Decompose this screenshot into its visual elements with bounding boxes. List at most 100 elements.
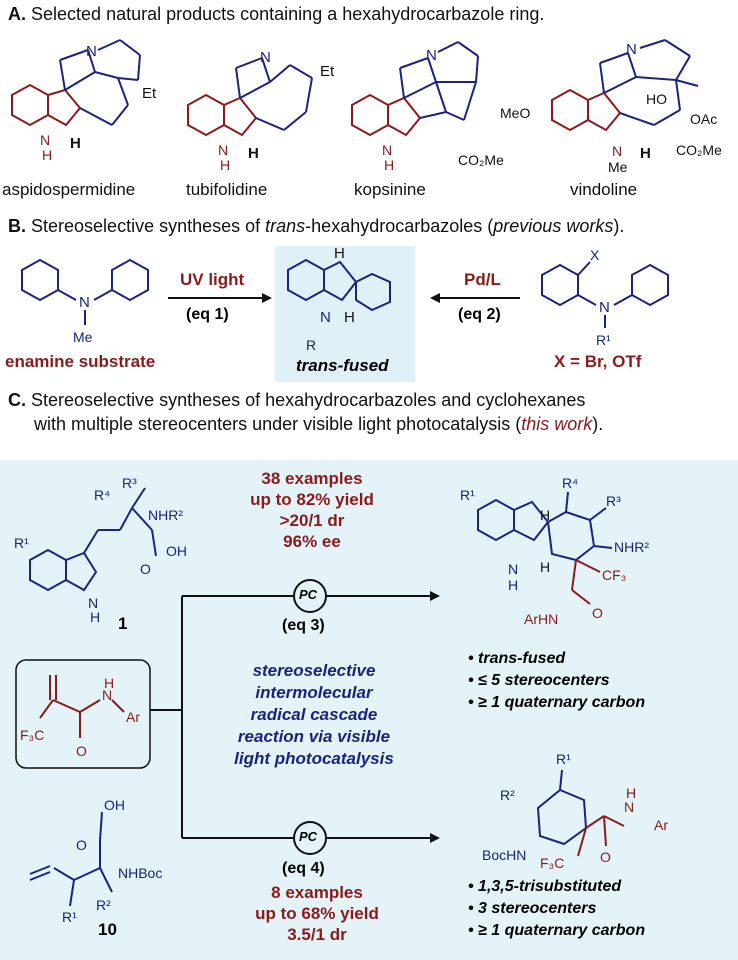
kopsinine-structure xyxy=(351,41,479,137)
c1-oh-label: OH xyxy=(166,543,187,559)
aryl-halide-structure xyxy=(541,261,669,328)
feature-3-stereocenters: • 3 stereocenters xyxy=(468,900,597,917)
aspido-h-label: H xyxy=(42,147,52,163)
product-h-bottom: H xyxy=(344,309,355,326)
tubi-nh-label: N xyxy=(218,142,228,158)
pc-cycle-icon-2 xyxy=(293,821,327,855)
x-equals-label: X = Br, OTf xyxy=(554,352,642,371)
p3-arhn-label: ArHN xyxy=(524,611,558,627)
vind-h-label: H xyxy=(640,145,651,162)
stats-eq4-dr: 3.5/1 dr xyxy=(287,925,347,944)
reagent-h-label: H xyxy=(104,675,114,691)
aspido-h2-label: H xyxy=(70,135,81,152)
pc-label-eq4: PC xyxy=(299,829,318,844)
eq1-label: (eq 1) xyxy=(186,306,229,323)
product-label-kopsinine: kopsinine xyxy=(354,180,426,199)
feature-quaternary: • ≥ 1 quaternary carbon xyxy=(468,694,646,711)
natural-products-structures: N Et N H H N Et N H H N CO₂Me N xyxy=(11,39,722,175)
product-h-top: H xyxy=(334,245,345,262)
features-eq4: • 1,3,5-trisubstituted • 3 stereocenters… xyxy=(468,876,645,942)
aspidospermidine-structure xyxy=(11,39,141,127)
p3-cf3-label: CF₃ xyxy=(602,567,626,583)
p4-f3c-label: F₃C xyxy=(540,855,564,871)
section-c-title-line2: with multiple stereocenters under visibl… xyxy=(34,414,604,434)
vind-n2-label: N xyxy=(612,143,622,159)
trans-fused-label: trans-fused xyxy=(296,356,389,375)
feature-trisubstituted: • 1,3,5-trisubstituted xyxy=(468,878,622,895)
section-b-title: B. Stereoselective syntheses of trans-he… xyxy=(8,216,625,236)
product-r-label: R xyxy=(306,337,316,353)
enamine-substrate-label: enamine substrate xyxy=(5,352,156,371)
p3-nh-h-label: H xyxy=(508,577,518,593)
stats-eq3-yield: up to 82% yield xyxy=(250,490,374,509)
p4-o-label: O xyxy=(600,849,611,865)
aspido-nh-label: N xyxy=(40,132,50,148)
enamine-structure xyxy=(21,258,149,325)
p4-ar-label: Ar xyxy=(654,817,668,833)
compound-10-structure xyxy=(29,811,113,907)
product-n-label: N xyxy=(320,309,331,326)
enamine-me-label: Me xyxy=(73,329,93,345)
p3-o-label: O xyxy=(592,605,603,621)
aspido-et-label: Et xyxy=(142,85,157,102)
p3-r4-label: R⁴ xyxy=(562,475,578,491)
tubi-h-label: H xyxy=(220,157,230,173)
c1-r1-label: R¹ xyxy=(14,535,29,551)
reagent-f3c-label: F₃C xyxy=(20,727,44,743)
stats-eq3-dr: >20/1 dr xyxy=(279,511,345,530)
vindoline-structure xyxy=(551,39,699,132)
section-a-title: A. Selected natural products containing … xyxy=(8,4,545,24)
compound-1-structure xyxy=(29,487,157,592)
pdl-label: Pd/L xyxy=(464,270,501,289)
section-c-structures: R⁴ R³ NHR² OH O R¹ N H F₃C O N H Ar OH O xyxy=(14,475,668,925)
feature-stereocenters: • ≤ 5 stereocenters xyxy=(468,672,610,689)
c1-r3-label: R³ xyxy=(122,475,137,491)
reagent-n-label: N xyxy=(102,687,112,703)
tubi-n-label: N xyxy=(260,49,271,66)
kops-co2me-label: CO₂Me xyxy=(458,152,504,168)
method-description: stereoselective intermolecular radical c… xyxy=(234,661,394,768)
tubifolidine-structure xyxy=(187,57,313,137)
compound-10-label: 10 xyxy=(98,920,117,939)
p3-r3-label: R³ xyxy=(606,493,621,509)
tubi-et-label: Et xyxy=(320,63,335,80)
section-b-structures: N Me H N H R X N R¹ xyxy=(21,245,669,353)
product-label-aspidospermidine: aspidospermidine xyxy=(2,180,136,199)
compound-1-label: 1 xyxy=(118,614,128,633)
stats-eq3-examples: 38 examples xyxy=(261,469,363,488)
eq3-label: (eq 3) xyxy=(282,617,325,634)
aryl-r1-label: R¹ xyxy=(596,332,611,348)
acrylamide-structure xyxy=(39,675,125,738)
vind-me-label: Me xyxy=(608,159,628,175)
reagent-ar-label: Ar xyxy=(126,709,140,725)
kops-h-label: H xyxy=(384,157,394,173)
c10-o-label: O xyxy=(76,837,87,853)
c10-r2-label: R² xyxy=(96,897,111,913)
section-c-title-line1: C. Stereoselective syntheses of hexahydr… xyxy=(8,390,586,410)
pc-cycle-icon xyxy=(293,579,327,613)
kops-n-label: N xyxy=(426,47,437,64)
p3-h2-label: H xyxy=(540,559,550,575)
enamine-n-label: N xyxy=(79,294,90,311)
stats-eq3-ee: 96% ee xyxy=(283,532,341,551)
aryl-x-label: X xyxy=(590,247,600,263)
p4-r2-label: R² xyxy=(500,787,515,803)
vind-meo-label: MeO xyxy=(500,105,530,121)
reagent-o-label: O xyxy=(76,743,87,759)
aspido-n-label: N xyxy=(86,43,97,60)
feature-quaternary-2: • ≥ 1 quaternary carbon xyxy=(468,922,646,939)
vind-n-label: N xyxy=(626,41,637,58)
product-label-tubifolidine: tubifolidine xyxy=(186,180,268,199)
c1-n-label: N xyxy=(88,595,98,611)
c10-oh-label: OH xyxy=(104,797,125,813)
p3-n-label: N xyxy=(508,561,518,577)
c1-h-label: H xyxy=(90,609,100,625)
c1-r4-label: R⁴ xyxy=(94,487,110,503)
c10-r1-label: R¹ xyxy=(62,909,77,925)
vind-co2me-label: CO₂Me xyxy=(676,142,722,158)
stats-eq4: 8 examples up to 68% yield 3.5/1 dr xyxy=(232,882,402,945)
pc-label-eq3: PC xyxy=(299,587,318,602)
p4-n-label: N xyxy=(624,799,634,815)
p4-r1-label: R¹ xyxy=(556,751,571,767)
c10-nhboc-label: NHBoc xyxy=(118,865,162,881)
